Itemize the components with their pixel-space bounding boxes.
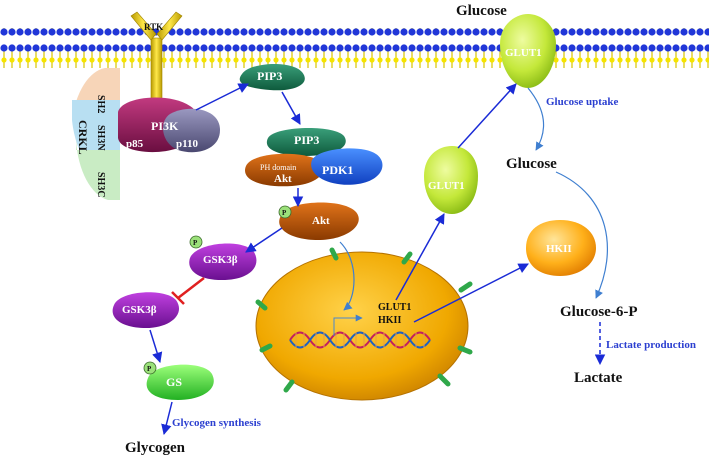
arrow-glut1-vesicle-to-membrane xyxy=(457,83,517,149)
crkl-sh3c-label: SH3C xyxy=(95,172,106,198)
glucose-inside-label: Glucose xyxy=(506,156,557,172)
arrow-pip3-to-pip3 xyxy=(281,91,301,125)
p110-label: p110 xyxy=(176,138,199,150)
pdk1-node: PDK1 xyxy=(311,148,383,185)
glycogen-label: Glycogen xyxy=(125,440,186,456)
hkii-label: HKII xyxy=(546,243,572,255)
inhibit-gsk3bp-gsk3b xyxy=(171,277,205,305)
gsk3b-phospho-node: GSK3β P xyxy=(189,235,257,280)
glycogen-synthesis-label: Glycogen synthesis xyxy=(172,417,262,429)
lactate-label: Lactate xyxy=(574,370,623,386)
arrow-gsk3b-to-gs xyxy=(149,329,163,364)
ph-domain-label: PH domain xyxy=(260,163,296,172)
glucose6p-label: Glucose-6-P xyxy=(560,304,637,320)
pip3-top-label: PIP3 xyxy=(257,69,282,83)
cell-membrane xyxy=(0,28,709,68)
akt-phospho-node: Akt P xyxy=(278,202,359,240)
arrow-nucleus-to-glut1-vesicle xyxy=(395,213,445,301)
gsk3b-node: GSK3β xyxy=(112,292,180,328)
p85-label: p85 xyxy=(126,138,144,150)
pdk1-label: PDK1 xyxy=(322,163,353,177)
gsk3b-phospho-marker xyxy=(189,235,203,249)
pip3-mid-label: PIP3 xyxy=(294,133,319,147)
nucleus: GLUT1 HKII xyxy=(255,247,473,401)
crkl-sh2-label: SH2 xyxy=(95,95,106,113)
gs-phospho-marker xyxy=(143,361,157,375)
gsk3b-phospho-p-label: P xyxy=(193,239,198,247)
gs-phospho-p-label: P xyxy=(147,365,152,373)
dna-helix xyxy=(289,331,431,349)
hkii-node: HKII xyxy=(526,220,596,276)
arrow-glucose-to-g6p xyxy=(555,171,608,299)
nucleus-glut1-label: GLUT1 xyxy=(378,302,411,313)
glut1-membrane-node: GLUT1 xyxy=(500,14,556,88)
arrow-gs-to-glycogen xyxy=(161,401,173,436)
glut1-membrane-label: GLUT1 xyxy=(505,47,542,59)
pathway-arrows xyxy=(149,83,608,436)
arrow-aktp-to-gsk3bp xyxy=(245,227,283,253)
akt-membrane-node: PH domain Akt xyxy=(245,153,324,187)
gs-node: GS P xyxy=(143,361,214,400)
glucose-outside-label: Glucose xyxy=(456,3,507,19)
glucose-uptake-label: Glucose uptake xyxy=(546,96,619,108)
pip3-top-node: PIP3 xyxy=(239,63,305,91)
akt-phospho-p-label: P xyxy=(282,209,287,217)
pip3-mid-node: PIP3 xyxy=(266,127,346,156)
pi3k-label: PI3K xyxy=(151,119,179,133)
gsk3b-label: GSK3β xyxy=(122,304,157,316)
rtk-receptor: RTK xyxy=(130,11,183,121)
gsk3b-phospho-label: GSK3β xyxy=(203,254,238,266)
glut1-vesicle-label: GLUT1 xyxy=(428,180,465,192)
arrow-pi3k-to-pip3 xyxy=(195,83,249,111)
arrow-glucose-uptake xyxy=(527,87,545,151)
akt-phospho-marker xyxy=(278,205,292,219)
akt-membrane-label: Akt xyxy=(274,173,292,185)
crkl-sh3n-label: SH3N xyxy=(95,125,106,151)
nucleus-hkii-label: HKII xyxy=(378,315,401,326)
rtk-label: RTK xyxy=(144,22,163,32)
arrow-aktp-to-nucleus xyxy=(339,241,355,311)
arrow-nucleus-to-hkii xyxy=(413,263,529,323)
akt-phospho-label: Akt xyxy=(312,215,330,227)
pi3k-complex: PI3K p85 p110 xyxy=(118,97,220,153)
lactate-production-label: Lactate production xyxy=(606,339,696,351)
gs-label: GS xyxy=(166,375,182,389)
crkl-name-label: CRKL xyxy=(76,120,90,155)
crkl-adaptor: SH2 SH3N SH3C CRKL xyxy=(72,68,120,200)
glut1-vesicle-node: GLUT1 xyxy=(424,146,478,214)
